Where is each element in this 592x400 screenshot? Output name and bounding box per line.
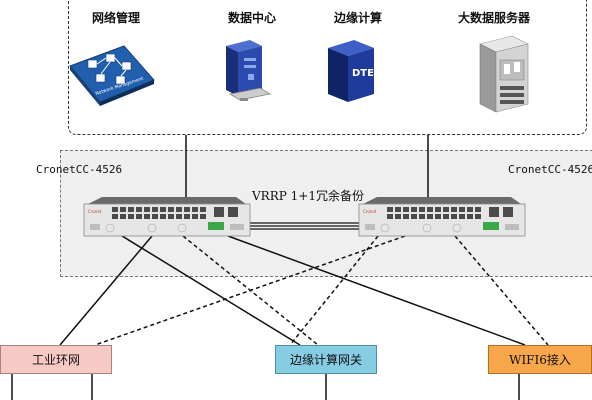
dash-right-gateway: [289, 235, 379, 346]
data-center-server-icon: [226, 40, 271, 101]
left-switch-device: Cronet: [83, 197, 251, 237]
link-left-industrial: [59, 235, 153, 346]
vrrp-redundancy-label: VRRP 1+1冗余备份: [252, 189, 364, 203]
dash-right-wifi: [454, 235, 549, 346]
dash-right-industrial: [94, 235, 406, 346]
right-switch-device: Cronet: [358, 197, 526, 237]
svg-text:Cronet: Cronet: [363, 209, 377, 214]
link-left-gateway: [121, 235, 301, 346]
services-group-box: [68, 0, 587, 135]
svg-text:DTE: DTE: [352, 68, 374, 79]
edge-computing-gateway-box: 边缘计算网关: [275, 345, 377, 374]
network-management-icon: Network Management: [69, 45, 155, 106]
label-edge-computing: 边缘计算: [334, 11, 383, 25]
big-data-server-icon: [479, 35, 529, 113]
left-device-name: CronetCC-4526: [36, 163, 123, 176]
edge-computing-dte-icon: DTE: [328, 40, 374, 102]
label-network-management: 网络管理: [92, 11, 141, 25]
link-left-wifi: [227, 235, 526, 346]
label-data-center: 数据中心: [228, 11, 277, 25]
right-device-name: CronetCC-4526: [508, 163, 592, 176]
industrial-ring-network-box: 工业环网: [0, 345, 112, 374]
wifi6-access-box: WIFI6接入: [488, 345, 592, 374]
label-big-data-server: 大数据服务器: [458, 11, 531, 25]
svg-text:Cronet: Cronet: [88, 209, 102, 214]
